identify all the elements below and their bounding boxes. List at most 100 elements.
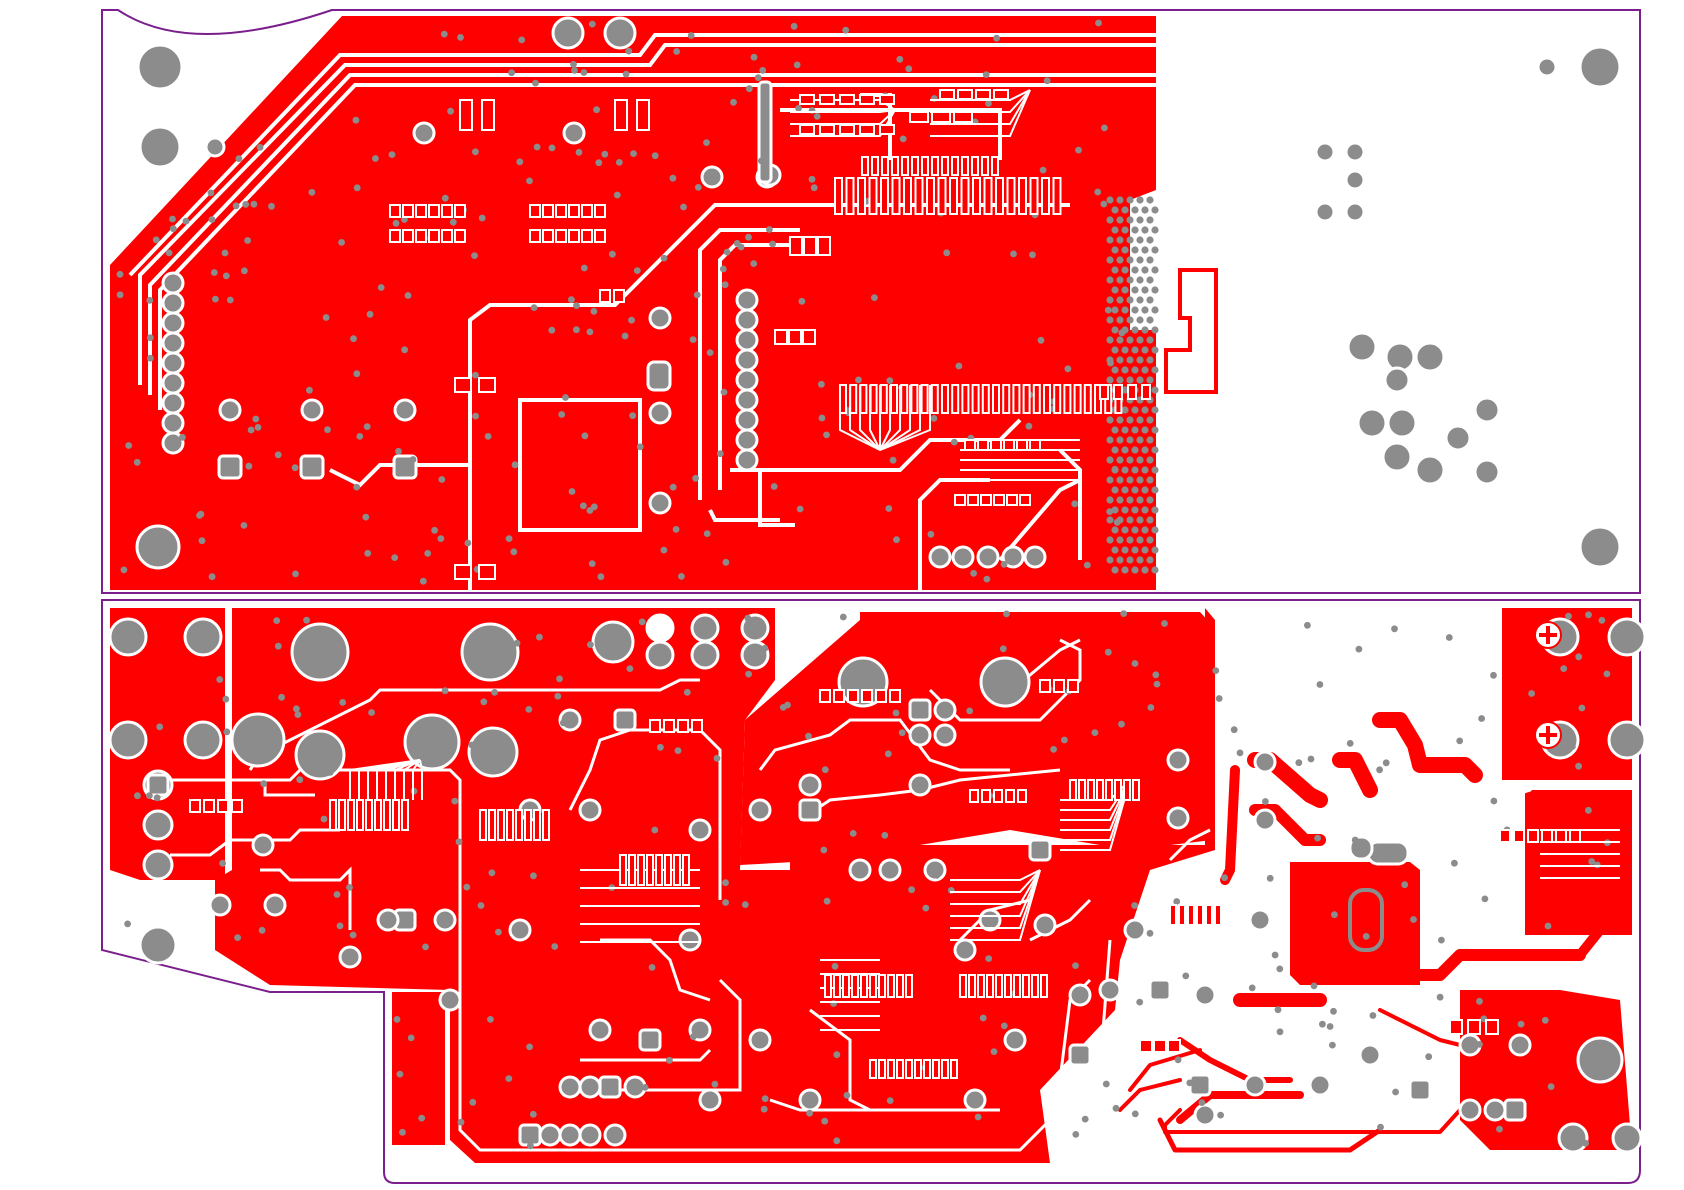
via: [675, 747, 682, 754]
via: [1126, 556, 1133, 563]
via: [401, 346, 408, 353]
via: [296, 776, 303, 783]
via: [491, 689, 498, 696]
via: [881, 832, 888, 839]
via: [534, 144, 541, 151]
via: [893, 710, 900, 717]
via: [548, 327, 555, 334]
via: [1105, 649, 1112, 656]
resistor-pad: [848, 690, 858, 702]
through-hole-pad: [930, 547, 950, 567]
resistor-pad: [232, 800, 242, 812]
via: [1111, 526, 1118, 533]
smd-pad: [600, 1077, 620, 1097]
smd-pad: [219, 456, 241, 478]
via: [649, 964, 656, 971]
via: [1329, 1042, 1336, 1049]
mounting-pad: [1316, 203, 1334, 221]
via: [576, 149, 583, 156]
mounting-pad: [1388, 409, 1416, 437]
via: [506, 535, 513, 542]
mounting-pad: [1316, 143, 1334, 161]
via: [707, 349, 714, 356]
via: [1146, 416, 1153, 423]
via: [717, 450, 724, 457]
via: [766, 226, 773, 233]
via: [1131, 506, 1138, 513]
resistor-pad: [455, 378, 471, 392]
through-hole-pad: [702, 167, 722, 187]
ic-pin: [932, 385, 938, 413]
ic-pin: [840, 385, 846, 413]
via: [1276, 966, 1283, 973]
smd-pad: [640, 1030, 660, 1050]
via: [211, 269, 218, 276]
through-hole-pad: [737, 310, 757, 330]
via: [1594, 862, 1601, 869]
through-hole-pad: [800, 1090, 820, 1110]
via: [1116, 216, 1123, 223]
via: [1146, 556, 1153, 563]
resistor-pad: [1054, 680, 1064, 692]
resistor-pad: [820, 95, 834, 104]
ic-pin: [1133, 780, 1139, 800]
via: [1106, 556, 1113, 563]
resistor-pad: [479, 565, 495, 579]
via: [1136, 336, 1143, 343]
via: [121, 567, 128, 574]
via: [158, 938, 165, 945]
resistor-pad: [800, 125, 814, 134]
via: [209, 216, 216, 223]
via: [1585, 611, 1592, 618]
via: [1267, 875, 1274, 882]
via: [1356, 646, 1363, 653]
ic-pin: [911, 385, 917, 413]
ic-pin: [983, 385, 989, 413]
via: [438, 476, 445, 483]
via: [885, 750, 892, 757]
through-hole-pad: [910, 725, 930, 745]
resistor-pad: [390, 205, 400, 217]
via: [1111, 326, 1118, 333]
via: [156, 723, 163, 730]
via: [908, 886, 915, 893]
ic-pin: [906, 1060, 912, 1078]
resistor-pad: [416, 230, 426, 242]
ic-pin: [861, 975, 867, 997]
via: [818, 381, 825, 388]
via: [472, 413, 479, 420]
via: [1151, 446, 1158, 453]
ic-pin: [507, 810, 513, 840]
via: [1126, 336, 1133, 343]
via: [1175, 1056, 1182, 1063]
via: [758, 158, 765, 165]
ic-pin: [847, 178, 854, 214]
resistor-pad: [1068, 680, 1078, 692]
ic-pin: [942, 1060, 948, 1078]
resistor-pad: [1450, 1020, 1462, 1034]
ic-pin: [384, 800, 390, 830]
via: [684, 689, 691, 696]
through-hole-pad: [850, 860, 870, 880]
mounting-pad: [981, 658, 1029, 706]
through-hole-pad: [737, 330, 757, 350]
through-hole-pad: [1100, 980, 1120, 1000]
mounting-pad: [1358, 409, 1386, 437]
mounting-pad: [1346, 203, 1364, 221]
through-hole-pad: [1005, 1030, 1025, 1050]
ic-pin: [879, 1060, 885, 1078]
via: [1116, 496, 1123, 503]
via: [1212, 667, 1219, 674]
via: [1126, 236, 1133, 243]
via: [704, 530, 711, 537]
resistor-pad: [637, 100, 649, 130]
via: [824, 898, 831, 905]
via: [663, 654, 670, 661]
resistor-pad: [789, 330, 801, 344]
via: [1116, 256, 1123, 263]
via: [1126, 276, 1133, 283]
through-hole-pad: [680, 930, 700, 950]
via: [244, 237, 251, 244]
via: [850, 830, 857, 837]
via: [1585, 807, 1592, 814]
